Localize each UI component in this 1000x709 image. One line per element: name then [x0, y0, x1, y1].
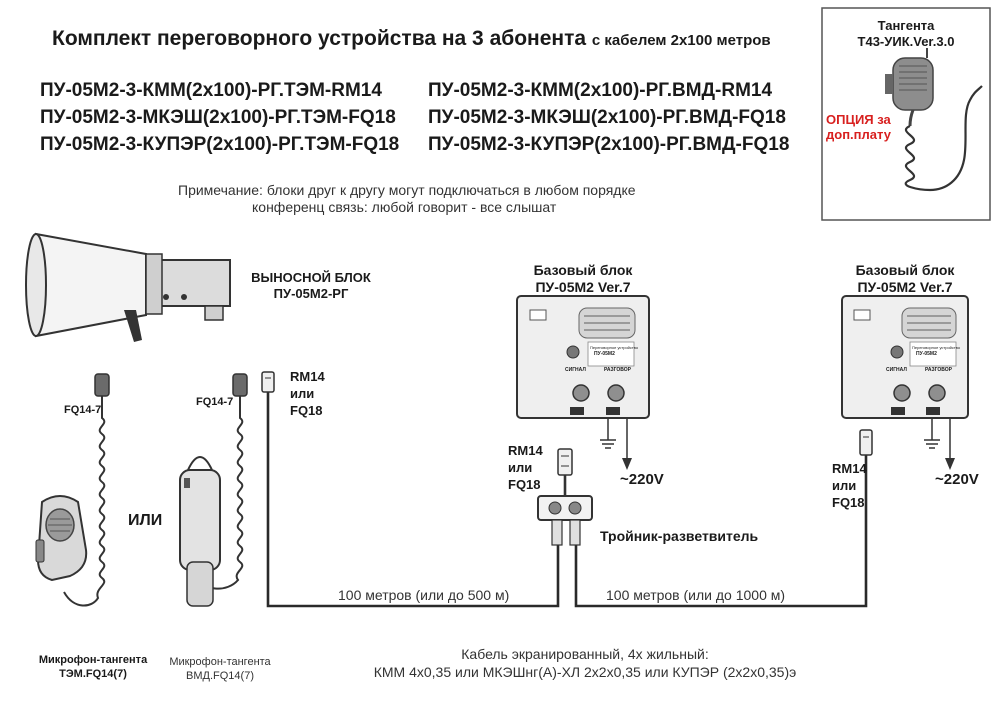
note-line-2: конференц связь: любой говорит - все слы…: [252, 199, 557, 215]
remote-connector-line3: FQ18: [290, 403, 323, 418]
option-handset-icon: [885, 48, 983, 192]
remote-connector-label: RM14 или FQ18: [290, 368, 325, 419]
base-1-connector-line2: или: [508, 460, 533, 475]
base-unit-1-label: Базовый блок ПУ-05М2 Ver.7: [520, 262, 646, 296]
splitter-icon: [537, 448, 593, 546]
base-unit-1-label-line1: Базовый блок: [533, 262, 633, 278]
base-1-model: ПУ-05М2: [594, 351, 615, 357]
tem-handset-label-line1: Микрофон-тангента: [38, 654, 148, 666]
cable-spec-line2: КММ 4х0,35 или МКЭШнг(А)-ХЛ 2х2х0,35 или…: [373, 664, 797, 680]
base-1-connector-line1: RM14: [508, 443, 543, 458]
base-2-model: ПУ-05М2: [916, 351, 937, 357]
base-unit-1-icon: [516, 295, 650, 419]
remote-unit-label-line2: ПУ-05М2-РГ: [273, 286, 349, 301]
splitter-label: Тройник-разветвитель: [600, 528, 759, 544]
model-list-left: ПУ-05М2-3-КММ(2х100)-РГ.ТЭМ-RM14 ПУ-05М2…: [40, 77, 399, 158]
tem-handset-label: Микрофон-тангента ТЭМ.FQ14(7): [18, 653, 168, 681]
distance-left: 100 метров (или до 500 м): [338, 587, 510, 603]
base-unit-2-icon: [841, 295, 969, 419]
distance-right: 100 метров (или до 1000 м): [606, 587, 786, 603]
vmd-handset-label-line2: ВМД.FQ14(7): [186, 670, 254, 682]
base-unit-1-power-arrow: [622, 458, 632, 470]
base-unit-2-label-line2: ПУ-05М2 Ver.7: [857, 279, 953, 295]
fq14-label-right: FQ14-7: [196, 396, 234, 408]
base-2-connector-line2: или: [832, 478, 857, 493]
cable-spec-line1: Кабель экранированный, 4х жильный:: [461, 646, 709, 662]
tem-handset-label-line2: ТЭМ.FQ14(7): [59, 668, 127, 680]
base-1-connector-label: RM14 или FQ18: [508, 442, 543, 493]
base-1-talk-label: РАЗГОВОР: [604, 367, 632, 373]
base-unit-2-power: ~220V: [935, 471, 979, 488]
base-unit-2-power-arrow: [945, 458, 955, 470]
option-handset-label-line1: Тангента: [877, 18, 935, 33]
or-label: ИЛИ: [128, 512, 163, 529]
vmd-handset-label-line1: Микрофон-тангента: [169, 656, 271, 668]
base-2-connector-line1: RM14: [832, 461, 867, 476]
note-line-1: Примечание: блоки друг к другу могут под…: [178, 182, 636, 198]
option-handset-label-line2: Т43-УИК.Ver.3.0: [857, 34, 955, 49]
vmd-handset-cord: [191, 373, 248, 590]
remote-connector-line1: RM14: [290, 369, 325, 384]
base-1-signal-label: СИГНАЛ: [565, 367, 586, 373]
note-block: Примечание: блоки друг к другу могут под…: [178, 182, 636, 216]
model-list-right: ПУ-05М2-3-КММ(2х100)-РГ.ВМД-RM14 ПУ-05М2…: [428, 77, 789, 158]
tem-handset-cord: [63, 373, 110, 607]
base-unit-2-wires: [924, 418, 951, 462]
base-1-caption: Переговорное устройство: [590, 345, 639, 350]
model-item: ПУ-05М2-3-КММ(2х100)-РГ.ВМД-RM14: [428, 80, 773, 101]
model-item: ПУ-05М2-3-МКЭШ(2х100)-РГ.ВМД-FQ18: [428, 107, 786, 128]
remote-connector-icon: [261, 371, 275, 393]
page-title: Комплект переговорного устройства на 3 а…: [52, 27, 771, 51]
base-2-connector-line3: FQ18: [832, 495, 865, 510]
base-unit-2-label-line1: Базовый блок: [855, 262, 955, 278]
cable-spec: Кабель экранированный, 4х жильный: КММ 4…: [350, 645, 820, 681]
base-unit-1-label-line2: ПУ-05М2 Ver.7: [535, 279, 631, 295]
model-item: ПУ-05М2-3-МКЭШ(2х100)-РГ.ТЭМ-FQ18: [40, 107, 396, 128]
remote-unit-label: ВЫНОСНОЙ БЛОК ПУ-05М2-РГ: [246, 270, 376, 302]
fq14-label-left: FQ14-7: [64, 404, 102, 416]
vmd-handset-label: Микрофон-тангента ВМД.FQ14(7): [150, 655, 290, 683]
page-title-subtitle: с кабелем 2х100 метров: [591, 32, 771, 49]
base-unit-2-label: Базовый блок ПУ-05М2 Ver.7: [842, 262, 968, 296]
base-2-signal-label: СИГНАЛ: [886, 367, 907, 373]
remote-unit-label-line1: ВЫНОСНОЙ БЛОК: [251, 270, 371, 285]
base-1-connector-line3: FQ18: [508, 477, 541, 492]
main-cable: [266, 392, 868, 608]
model-item: ПУ-05М2-3-КУПЭР(2х100)-РГ.ВМД-FQ18: [428, 134, 790, 155]
option-extra-cost-label: ОПЦИЯ за доп.плату: [826, 112, 891, 142]
horn-speaker-icon: [25, 232, 231, 342]
base-unit-1-wires: [600, 418, 628, 462]
option-line1: ОПЦИЯ за: [826, 112, 891, 127]
remote-connector-line2: или: [290, 386, 315, 401]
base-unit-1-power: ~220V: [620, 471, 664, 488]
page-title-main: Комплект переговорного устройства на 3 а…: [52, 27, 587, 50]
base-unit-2-connector-icon: [859, 429, 873, 456]
option-handset-label: Тангента Т43-УИК.Ver.3.0: [836, 18, 976, 50]
base-2-talk-label: РАЗГОВОР: [925, 367, 953, 373]
model-item: ПУ-05М2-3-КУПЭР(2х100)-РГ.ТЭМ-FQ18: [40, 134, 400, 155]
option-line2: доп.плату: [826, 127, 891, 142]
vmd-handset-icon: [179, 456, 221, 607]
tem-handset-icon: [35, 495, 88, 582]
model-item: ПУ-05М2-3-КММ(2х100)-РГ.ТЭМ-RM14: [40, 80, 382, 101]
base-2-caption: Переговорное устройство: [912, 345, 961, 350]
base-2-connector-label: RM14 или FQ18: [832, 460, 867, 511]
